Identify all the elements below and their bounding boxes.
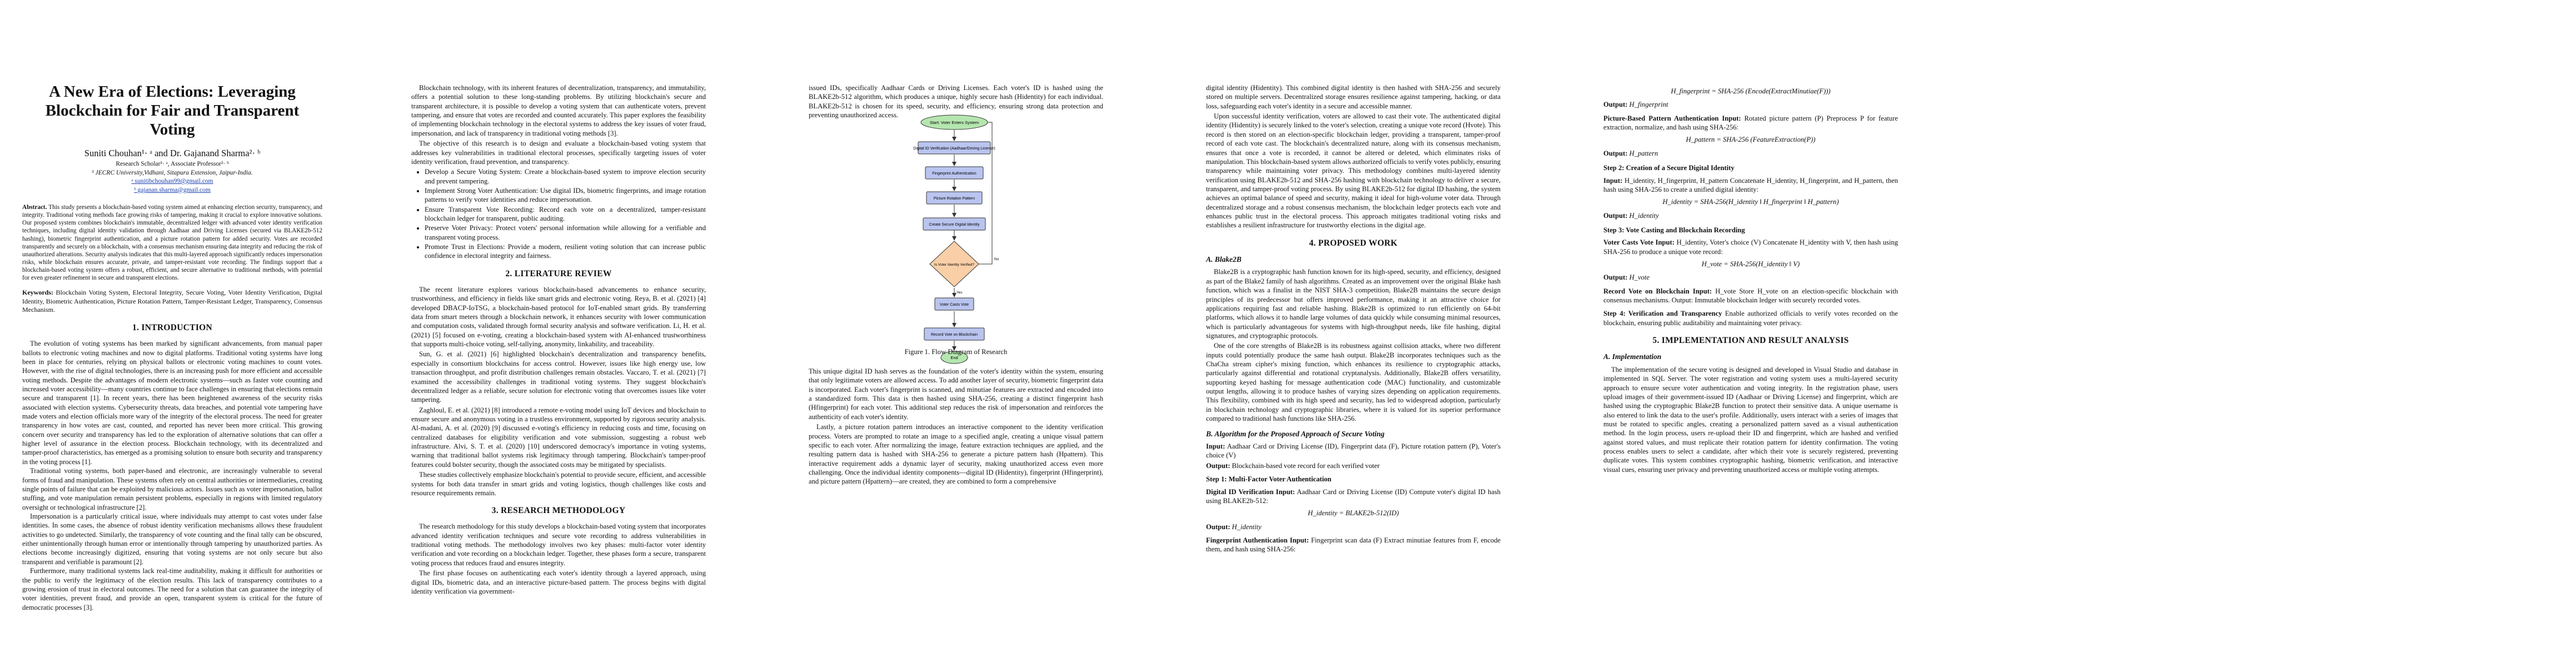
methodology-paragraph: Lastly, a picture rotation pattern intro… — [809, 423, 1103, 486]
equation: H_pattern = SHA-256 (FeatureExtraction(P… — [1686, 136, 1816, 144]
algorithm-step: Step 2: Creation of a Secure Digital Ide… — [1603, 164, 1735, 172]
implementation-paragraph: The implementation of the secure voting … — [1603, 365, 1898, 474]
algorithm-text: Fingerprint Authentication Input: Finger… — [1206, 536, 1501, 554]
algorithm-text: Output: H_vote — [1603, 273, 1650, 282]
section-heading-introduction: 1. INTRODUCTION — [132, 323, 212, 333]
flow-node-start — [920, 115, 988, 130]
methodology-paragraph: Upon successful identity verification, v… — [1206, 112, 1501, 230]
email-link-a[interactable]: ᵃ sunitibchouhan99@gmail.com — [131, 178, 213, 185]
algorithm-step: Step 1: Multi-Factor Voter Authenticatio… — [1206, 475, 1332, 484]
objective-item: Implement Strong Voter Authentication: U… — [425, 186, 706, 205]
algorithm-text: Voter Casts Vote Input: H_identity, Vote… — [1603, 238, 1899, 256]
section-heading-literature: 2. LITERATURE REVIEW — [505, 268, 612, 278]
flow-node-fingerprint — [925, 166, 984, 180]
methodology-paragraph: The first phase focuses on authenticatin… — [411, 569, 706, 595]
literature-paragraph: Zaghloul, E. et al. (2021) [8] introduce… — [411, 406, 706, 469]
figure-caption: Figure 1. Flow Diagram of Research — [904, 348, 1008, 356]
objective-item: Preserve Voter Privacy: Protect voters' … — [425, 223, 706, 242]
column-3-lower: This unique digital ID hash serves as th… — [809, 367, 1103, 487]
flow-node-label: End — [950, 355, 958, 360]
literature-paragraph: The recent literature explores various b… — [411, 285, 706, 349]
algorithm-step: Step 3: Vote Casting and Blockchain Reco… — [1603, 226, 1745, 234]
algorithm-text: Record Vote on Blockchain Input: H_vote … — [1603, 287, 1898, 305]
column-4: digital identity (Hidentity). This combi… — [1206, 83, 1501, 555]
equation: H_fingerprint = SHA-256 (Encode(ExtractM… — [1671, 87, 1831, 95]
algorithm-text: Output: H_fingerprint — [1603, 101, 1668, 109]
column-2: Blockchain technology, with its inherent… — [411, 83, 706, 597]
algorithm-text: Output: H_pattern — [1603, 149, 1658, 157]
flow-node-label: Create Secure Digital Identity — [929, 223, 980, 227]
flow-node-digital-id — [918, 141, 991, 155]
algorithm-output: Output: Blockchain-based vote record for… — [1206, 461, 1380, 470]
algorithm-text: Picture-Based Pattern Authentication Inp… — [1603, 114, 1898, 132]
flow-node-end — [940, 351, 968, 364]
literature-paragraph: These studies collectively emphasize blo… — [411, 471, 706, 497]
objective-paragraph: The objective of this research is to des… — [411, 140, 706, 166]
subsection-heading: A. Implementation — [1603, 352, 1662, 361]
flow-node-label: Fingerprint Authentication — [932, 172, 976, 176]
keywords-text: Blockchain Voting System, Electoral Inte… — [22, 288, 323, 314]
algorithm-text: Output: H_identity — [1603, 211, 1659, 220]
methodology-paragraph: This unique digital ID hash serves as th… — [809, 367, 1103, 421]
column-3: issued IDs, specifically Aadhaar Cards o… — [809, 83, 1103, 121]
section-heading-methodology: 3. RESEARCH METHODOLOGY — [491, 506, 626, 516]
title-block: A New Era of Elections: Leveraging Block… — [22, 82, 322, 612]
flow-node-label: Is Voter Identity Verified? — [934, 263, 974, 267]
intro-paragraph: Impersonation is a particularly critical… — [22, 512, 322, 566]
section-heading-proposed: 4. PROPOSED WORK — [1309, 238, 1398, 248]
algorithm-text: Step 4: Verification and Transparency En… — [1603, 310, 1898, 327]
flow-branch-yes: Yes — [956, 291, 963, 295]
methodology-paragraph: issued IDs, specifically Aadhaar Cards o… — [809, 84, 1103, 120]
keywords: Keywords: Blockchain Voting System, Elec… — [22, 288, 322, 315]
flow-diagram: Start: Voter Enters System Digital ID Ve… — [913, 115, 999, 364]
column-5: H_fingerprint = SHA-256 (Encode(ExtractM… — [1603, 83, 1898, 475]
equation: H_identity = SHA-256(H_identity ‖ H_fing… — [1662, 198, 1839, 206]
flow-node-picture-rotation — [926, 191, 983, 205]
paper-title: A New Era of Elections: Leveraging Block… — [45, 83, 300, 139]
flow-node-label: Picture Rotation Pattern — [934, 197, 975, 201]
flow-node-label: Record Vote on Blockchain — [931, 333, 978, 337]
equation: H_identity = BLAKE2b-512(ID) — [1308, 509, 1399, 517]
intro-paragraph: Traditional voting systems, both paper-b… — [22, 467, 322, 511]
algorithm-input: Input: Aadhaar Card or Driving License (… — [1206, 442, 1501, 460]
section-heading-implementation: 5. IMPLEMENTATION AND RESULT ANALYSIS — [1652, 336, 1849, 346]
flow-node-label: Start: Voter Enters System — [930, 120, 979, 125]
author-line: Suniti Chouhan¹· ᵃ and Dr. Gajanand Shar… — [84, 147, 261, 158]
institution: ¹ JECRC University,Vidhani, Sitapura Ext… — [92, 169, 253, 176]
methodology-paragraph: The research methodology for this study … — [411, 522, 706, 567]
blake-paragraph: Blake2B is a cryptographic hash function… — [1206, 268, 1501, 340]
flow-node-record-vote — [924, 327, 985, 341]
algorithm-text: Output: H_identity — [1206, 522, 1262, 531]
flow-node-label: Digital ID Verification (Aadhaar/Driving… — [913, 147, 995, 151]
algorithm-text: Input: H_identity, H_fingerprint, H_patt… — [1603, 176, 1898, 193]
objective-item: Ensure Transparent Vote Recording: Recor… — [425, 205, 706, 223]
methodology-paragraph: digital identity (Hidentity). This combi… — [1206, 84, 1501, 110]
objectives-list: Develop a Secure Voting System: Create a… — [425, 167, 706, 261]
abstract: Abstract. This study presents a blockcha… — [22, 203, 322, 282]
flow-node-cast-vote — [934, 297, 974, 311]
intro-paragraph: Blockchain technology, with its inherent… — [411, 84, 706, 137]
algorithm-text: Digital ID Verification Input: Aadhaar C… — [1206, 487, 1501, 505]
abstract-text: This study presents a blockchain-based v… — [22, 204, 322, 282]
email-link-b[interactable]: ᵇ gajanan.sharma@gmail.com — [134, 186, 211, 193]
literature-paragraph: Sun, G. et al. (2021) [6] highlighted bl… — [411, 350, 706, 404]
objective-item: Develop a Secure Voting System: Create a… — [425, 167, 706, 186]
flow-node-label: Voter Casts Vote — [940, 303, 969, 307]
flow-branch-no: No — [994, 257, 999, 261]
subsection-heading: A. Blake2B — [1206, 255, 1242, 263]
objective-item: Promote Trust in Elections: Provide a mo… — [425, 242, 706, 261]
equation: H_vote = SHA-256(H_identity ‖ V) — [1701, 260, 1800, 268]
intro-paragraph: The evolution of voting systems has been… — [22, 340, 322, 466]
subsection-heading: B. Algorithm for the Proposed Approach o… — [1206, 429, 1385, 438]
intro-paragraph: Furthermore, many traditional systems la… — [22, 567, 322, 611]
flow-node-digital-identity — [923, 217, 986, 231]
keywords-label: Keywords: — [22, 288, 53, 297]
blake-paragraph: One of the core strengths of Blake2B is … — [1206, 342, 1501, 423]
flow-decision-verified — [929, 241, 979, 287]
author-roles: Research Scholar¹· ᵃ, Associate Professo… — [116, 161, 229, 168]
abstract-label: Abstract. — [22, 204, 47, 211]
